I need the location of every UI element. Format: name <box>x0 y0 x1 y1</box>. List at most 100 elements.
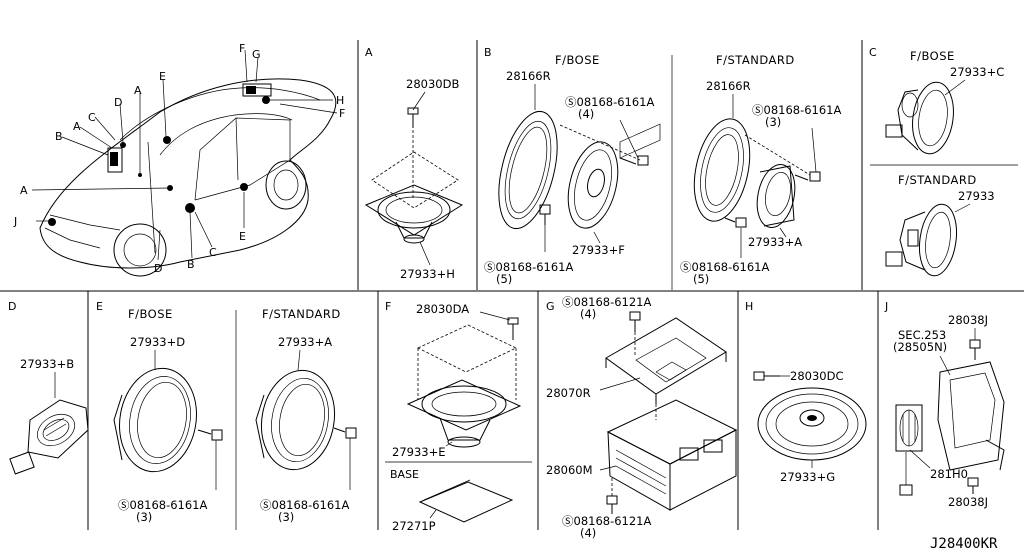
section-a: A 28030DB 27933+H <box>364 46 464 281</box>
bolt-icon <box>794 171 821 182</box>
bolt-28038j-top: 28038J <box>948 313 988 327</box>
section-j: J 28038J SEC.253 (28505N) 281H0 28038 <box>884 300 1005 509</box>
section-e-letter: E <box>96 300 103 313</box>
section-e-standard-header: F/STANDARD <box>262 307 341 321</box>
speaker-icon <box>113 367 197 473</box>
sec-253-ref: (28505N) <box>893 340 947 354</box>
speaker-icon <box>756 163 796 229</box>
bolt-b-bose-bottom: Ⓢ08168-6161A <box>484 260 573 274</box>
bolt-g-top: Ⓢ08168-6121A <box>562 295 651 309</box>
section-f: F 28030DA 27933+E BASE 27271P <box>385 300 522 533</box>
bolt-icon <box>967 477 979 494</box>
callout-d-2: D <box>154 262 162 275</box>
callout-j: J <box>13 215 17 228</box>
base-label: BASE <box>390 468 419 481</box>
part-28030db: 28030DB <box>406 77 459 91</box>
part-27933-d: 27933+D <box>130 335 185 349</box>
section-d: D 27933+B <box>8 300 89 475</box>
speaker-27933-g: 27933+G <box>780 470 835 484</box>
diagram-code: J28400KR <box>930 536 998 552</box>
section-d-letter: D <box>8 300 16 313</box>
bolt-28038j-bottom: 28038J <box>948 495 988 509</box>
section-dividers <box>0 40 1024 530</box>
bolt-b-std-top: Ⓢ08168-6161A <box>752 103 841 117</box>
bolt-icon <box>619 155 649 166</box>
section-f-letter: F <box>385 300 391 313</box>
bolt-g-bottom-qty: (4) <box>580 526 596 540</box>
screw-icon <box>753 371 780 381</box>
bolt-e-bose-qty: (3) <box>136 510 152 524</box>
bolt-e-std-qty: (3) <box>278 510 294 524</box>
callout-c-1: C <box>88 111 96 124</box>
bolt-icon <box>629 311 641 332</box>
ring-28166r-bose: 28166R <box>506 69 551 83</box>
callout-a-3: A <box>134 84 142 97</box>
screw-28030dc: 28030DC <box>790 369 843 383</box>
car-callout-labels: A J B A C D A E F G H F B C E D <box>13 42 345 275</box>
callout-d-1: D <box>114 96 122 109</box>
part-27933-c: 27933+C <box>950 65 1004 79</box>
callout-e-2: E <box>239 230 246 243</box>
speaker-ring-icon <box>498 110 558 230</box>
bolt-b-std-bottom-qty: (5) <box>693 272 709 286</box>
bolt-b-bose-top: Ⓢ08168-6161A <box>565 95 654 109</box>
bolt-b-std-top-qty: (3) <box>765 115 781 129</box>
callout-b-1: B <box>55 130 63 143</box>
tweeter-icon <box>885 81 954 155</box>
speaker-ring-icon <box>693 118 751 222</box>
bolt-e-std: Ⓢ08168-6161A <box>260 498 349 512</box>
speaker-icon <box>406 379 522 448</box>
control-module-icon <box>895 361 1005 496</box>
section-c-bose-header: F/BOSE <box>910 49 955 63</box>
speaker-27933-a-b: 27933+A <box>748 235 802 249</box>
part-27933-a-e: 27933+A <box>278 335 332 349</box>
base-pad-icon <box>418 479 514 523</box>
bracket-icon <box>605 317 727 404</box>
speaker-icon <box>567 141 619 229</box>
speaker-icon <box>364 184 464 244</box>
bracket-28070r: 28070R <box>546 386 591 400</box>
callout-b-2: B <box>187 258 195 271</box>
section-e: E F/BOSE F/STANDARD 27933+D Ⓢ08168-6161A… <box>96 300 357 524</box>
bolt-b-bose-top-qty: (4) <box>578 107 594 121</box>
section-h-letter: H <box>745 300 753 313</box>
callout-e-1: E <box>159 70 166 83</box>
part-27933-h: 27933+H <box>400 267 455 281</box>
part-27271p: 27271P <box>392 519 436 533</box>
bolt-icon <box>539 204 551 225</box>
bolt-icon <box>606 495 618 514</box>
bolt-icon <box>197 429 223 441</box>
bolt-g-bottom: Ⓢ08168-6121A <box>562 514 651 528</box>
screw-icon <box>507 317 519 340</box>
screw-icon <box>407 107 419 128</box>
callout-a-1: A <box>20 184 28 197</box>
callout-f-2: F <box>339 107 345 120</box>
callout-a-2: A <box>73 120 81 133</box>
speaker-27933-e: 27933+E <box>392 445 446 459</box>
section-b-standard-header: F/STANDARD <box>716 53 795 67</box>
section-b-letter: B <box>484 46 492 59</box>
sec-253-label: SEC.253 <box>898 328 946 342</box>
callout-g: G <box>252 48 261 61</box>
section-g-letter: G <box>546 300 555 313</box>
part-27933: 27933 <box>958 189 995 203</box>
speaker-icon <box>757 387 867 461</box>
amp-28060m: 28060M <box>546 463 593 477</box>
module-281h0: 281H0 <box>930 467 968 481</box>
bolt-icon <box>724 217 747 228</box>
callout-f-1: F <box>239 42 245 55</box>
section-a-letter: A <box>365 46 373 59</box>
bolt-e-bose: Ⓢ08168-6161A <box>118 498 207 512</box>
tweeter-icon <box>885 203 958 277</box>
bolt-icon <box>969 339 981 360</box>
speaker-27933-f: 27933+F <box>572 243 625 257</box>
section-g: G Ⓢ08168-6121A (4) 28070R <box>546 123 738 540</box>
bolt-b-bose-bottom-qty: (5) <box>496 272 512 286</box>
section-c: C F/BOSE 27933+C F/STANDARD 27933 <box>869 46 1004 277</box>
section-c-letter: C <box>869 46 877 59</box>
section-b: B F/BOSE F/STANDARD 28166R Ⓢ08168-6161A … <box>484 46 841 286</box>
car-illustration <box>31 49 338 277</box>
ring-28166r-std: 28166R <box>706 79 751 93</box>
section-j-letter: J <box>884 300 888 313</box>
